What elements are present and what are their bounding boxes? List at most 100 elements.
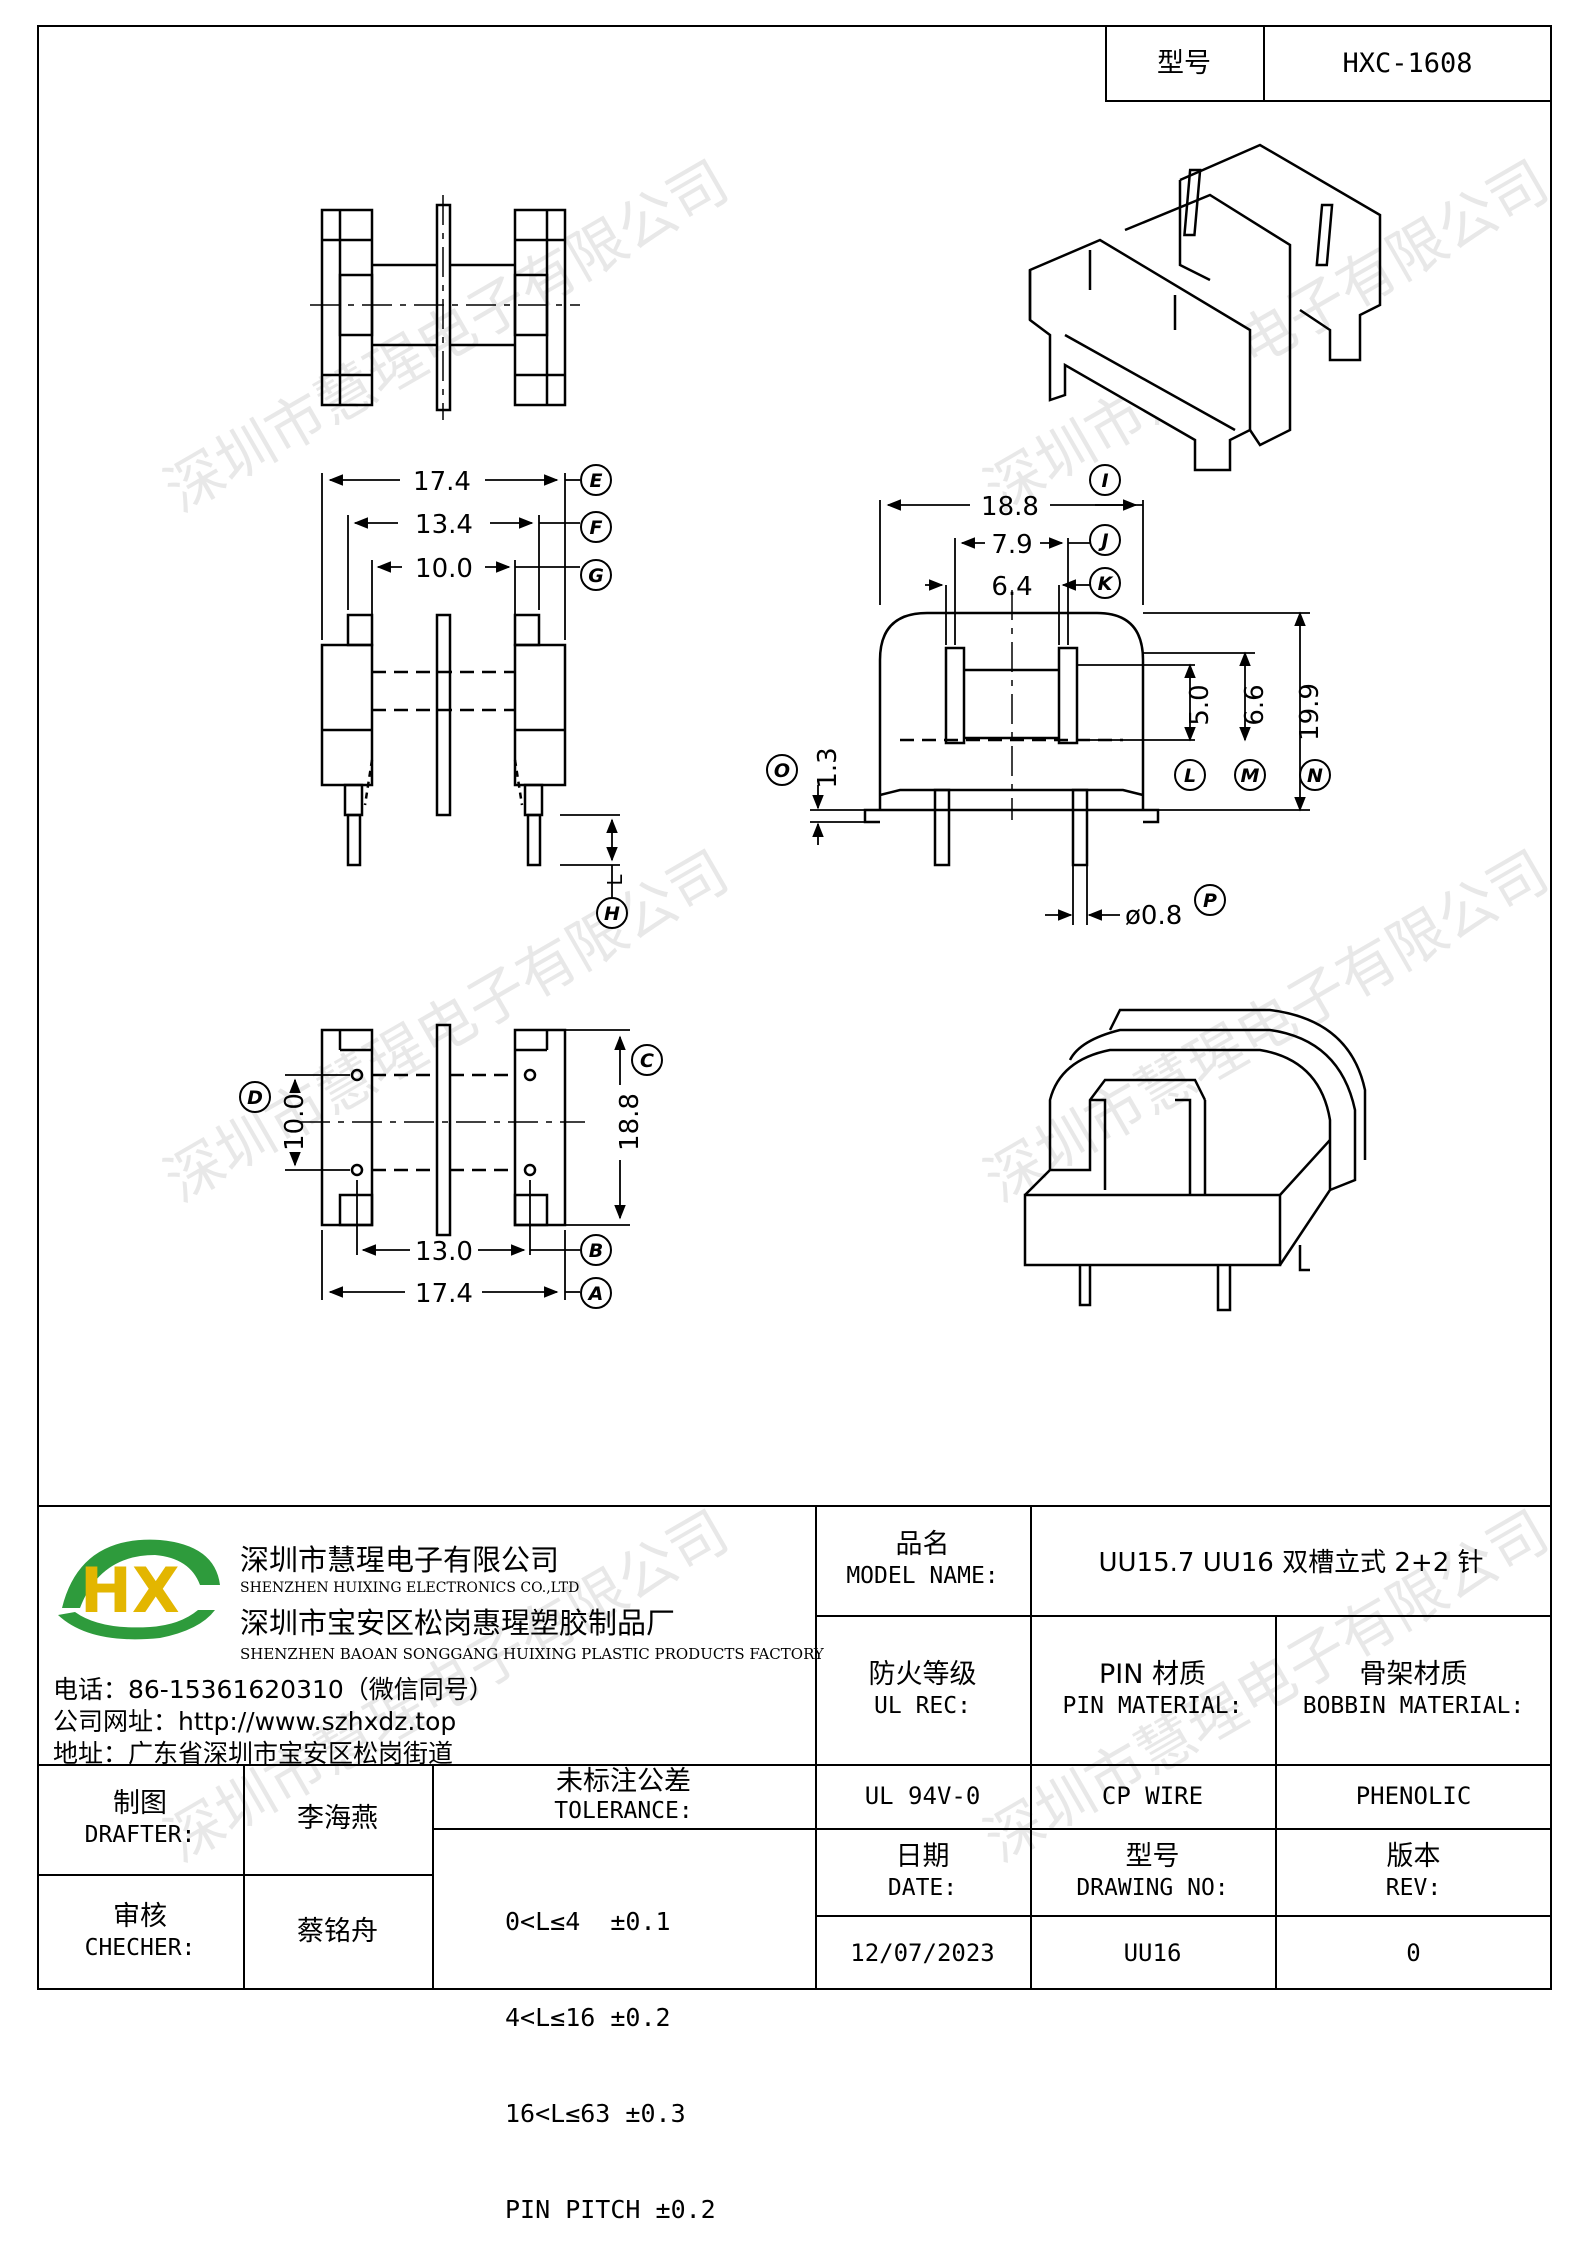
rev-en: REV: bbox=[1385, 1874, 1442, 1901]
header-divider bbox=[1263, 25, 1265, 102]
title-block-divider bbox=[1275, 1615, 1277, 1990]
dim-h-variable: L bbox=[603, 874, 627, 886]
drawing-frame bbox=[37, 25, 1552, 1990]
checker-en: CHECHER: bbox=[84, 1935, 196, 1961]
company-address: 地址：广东省深圳市宝安区松岗街道 bbox=[53, 1739, 454, 1768]
tolerance-line: 16<L≤63 ±0.3 bbox=[505, 2099, 686, 2128]
model-name-cn: 品名 bbox=[895, 1529, 950, 1560]
tolerance-table: 0<L≤4 ±0.1 4<L≤16 ±0.2 16<L≤63 ±0.3 PIN … bbox=[505, 1842, 716, 2258]
dim-i: 18.8 bbox=[981, 492, 1039, 522]
date-value: 12/07/2023 bbox=[850, 1938, 995, 1967]
factory-name-cn: 深圳市宝安区松岗惠瑆塑胶制品厂 bbox=[240, 1606, 676, 1640]
bottom-view bbox=[300, 1023, 585, 1237]
callout-c: C bbox=[640, 1050, 654, 1072]
bottom-view-dimensions bbox=[285, 1029, 630, 1300]
dim-k: 6.4 bbox=[991, 572, 1032, 602]
dim-c: 18.8 bbox=[615, 1093, 645, 1151]
callout-letters: E F G H I J K L M N O P C D B A bbox=[247, 470, 1323, 1305]
callout-d: D bbox=[247, 1087, 263, 1109]
bobbin-material-value: PHENOLIC bbox=[1355, 1782, 1472, 1810]
pin-material-cn: PIN 材质 bbox=[1098, 1658, 1207, 1690]
dim-m: 6.6 bbox=[1240, 684, 1270, 725]
model-name-value: UU15.7 UU16 双槽立式 2+2 针 bbox=[1098, 1547, 1484, 1578]
model-name-label: 品名 MODEL NAME: bbox=[815, 1505, 1030, 1615]
dim-f: 13.4 bbox=[415, 510, 473, 540]
callout-h: H bbox=[604, 903, 620, 925]
isometric-view-top bbox=[1028, 143, 1382, 472]
title-block-line bbox=[37, 1874, 432, 1876]
model-value: HXC-1608 bbox=[1342, 48, 1473, 79]
drawing-no-value: UU16 bbox=[1123, 1938, 1182, 1967]
callout-n: N bbox=[1307, 765, 1323, 787]
top-view bbox=[310, 195, 580, 420]
tolerance-en: TOLERANCE: bbox=[554, 1798, 693, 1824]
dim-j: 7.9 bbox=[991, 530, 1032, 560]
drawing-no-label: 型号 DRAWING NO: bbox=[1030, 1828, 1275, 1915]
bobbin-material-label: 骨架材质 BOBBIN MATERIAL: bbox=[1275, 1615, 1552, 1764]
title-block-line bbox=[37, 1764, 1552, 1766]
company-website: 公司网址：http://www.szhxdz.top bbox=[53, 1707, 457, 1736]
dim-o: 1.3 bbox=[813, 747, 843, 788]
pin-material-en: PIN MATERIAL: bbox=[1062, 1692, 1243, 1719]
title-block-divider bbox=[243, 1764, 245, 1990]
title-block-line bbox=[815, 1915, 1552, 1917]
company-name-cn: 深圳市慧瑆电子有限公司 bbox=[240, 1543, 560, 1577]
drafter-value: 李海燕 bbox=[297, 1803, 378, 1834]
callout-a: A bbox=[587, 1283, 604, 1305]
tolerance-label: 未标注公差 TOLERANCE: bbox=[432, 1764, 815, 1828]
title-block-divider bbox=[432, 1764, 434, 1990]
callout-f: F bbox=[590, 517, 603, 539]
dim-p: ø0.8 bbox=[1125, 901, 1182, 931]
dim-b: 13.0 bbox=[415, 1237, 473, 1267]
factory-name-en: SHENZHEN BAOAN SONGGANG HUIXING PLASTIC … bbox=[240, 1645, 824, 1663]
callout-i: I bbox=[1101, 470, 1108, 492]
callout-e: E bbox=[590, 470, 603, 492]
model-header-box bbox=[1105, 25, 1552, 102]
dim-n: 19.9 bbox=[1295, 683, 1325, 741]
callout-m: M bbox=[1241, 765, 1260, 787]
rev-cn: 版本 bbox=[1386, 1840, 1441, 1872]
front-view-dimensions bbox=[321, 473, 620, 900]
tolerance-cn: 未标注公差 bbox=[556, 1766, 691, 1797]
rev-value: 0 bbox=[1406, 1938, 1421, 1967]
drawing-no-en: DRAWING NO: bbox=[1076, 1874, 1229, 1901]
dim-e: 17.4 bbox=[413, 467, 471, 497]
drafter-en: DRAFTER: bbox=[84, 1822, 196, 1848]
model-label: 型号 bbox=[1157, 47, 1211, 79]
callout-g: G bbox=[588, 565, 604, 587]
tolerance-line: 4<L≤16 ±0.2 bbox=[505, 2003, 671, 2032]
date-en: DATE: bbox=[887, 1874, 958, 1901]
callout-p: P bbox=[1203, 890, 1217, 912]
title-block-divider bbox=[815, 1505, 817, 1990]
tolerance-line: PIN PITCH ±0.2 bbox=[505, 2195, 716, 2224]
ul-rec-en: UL REC: bbox=[874, 1692, 971, 1719]
title-block-divider bbox=[1030, 1505, 1032, 1990]
front-view bbox=[320, 613, 567, 867]
tolerance-line: 0<L≤4 ±0.1 bbox=[505, 1907, 671, 1936]
title-block-top-border bbox=[37, 1505, 1552, 1507]
drawing-no-cn: 型号 bbox=[1125, 1840, 1180, 1872]
dim-d: 10.0 bbox=[280, 1093, 310, 1151]
callout-o: O bbox=[774, 760, 790, 782]
pin-material-value: CP WIRE bbox=[1101, 1782, 1204, 1810]
bobbin-material-en: BOBBIN MATERIAL: bbox=[1302, 1692, 1525, 1719]
pin-material-label: PIN 材质 PIN MATERIAL: bbox=[1030, 1615, 1275, 1764]
isometric-view-bottom bbox=[1023, 1008, 1367, 1312]
date-cn: 日期 bbox=[895, 1840, 950, 1872]
checker-label: 审核 CHECHER: bbox=[37, 1874, 243, 1990]
drafter-label: 制图 DRAFTER: bbox=[37, 1764, 243, 1874]
callout-b: B bbox=[589, 1240, 603, 1262]
ul-rec-value: UL 94V-0 bbox=[864, 1782, 981, 1810]
ul-rec-label: 防火等级 UL REC: bbox=[815, 1615, 1030, 1764]
dimension-labels: 17.4 13.4 10.0 18.8 7.9 6.4 5.0 6.6 19.9… bbox=[280, 467, 1325, 1309]
company-phone: 电话：86-15361620310（微信同号） bbox=[53, 1675, 494, 1704]
drafter-cn: 制图 bbox=[113, 1788, 167, 1819]
logo-letters: HX bbox=[80, 1554, 180, 1627]
bobbin-material-cn: 骨架材质 bbox=[1359, 1658, 1468, 1690]
side-view-dimensions bbox=[810, 499, 1310, 925]
technical-drawing: 17.4 13.4 10.0 18.8 7.9 6.4 5.0 6.6 19.9… bbox=[239, 143, 1382, 1312]
checker-value: 蔡铭舟 bbox=[297, 1916, 378, 1947]
side-view bbox=[863, 590, 1160, 867]
dim-a: 17.4 bbox=[415, 1279, 473, 1309]
title-block-line bbox=[432, 1828, 1552, 1830]
